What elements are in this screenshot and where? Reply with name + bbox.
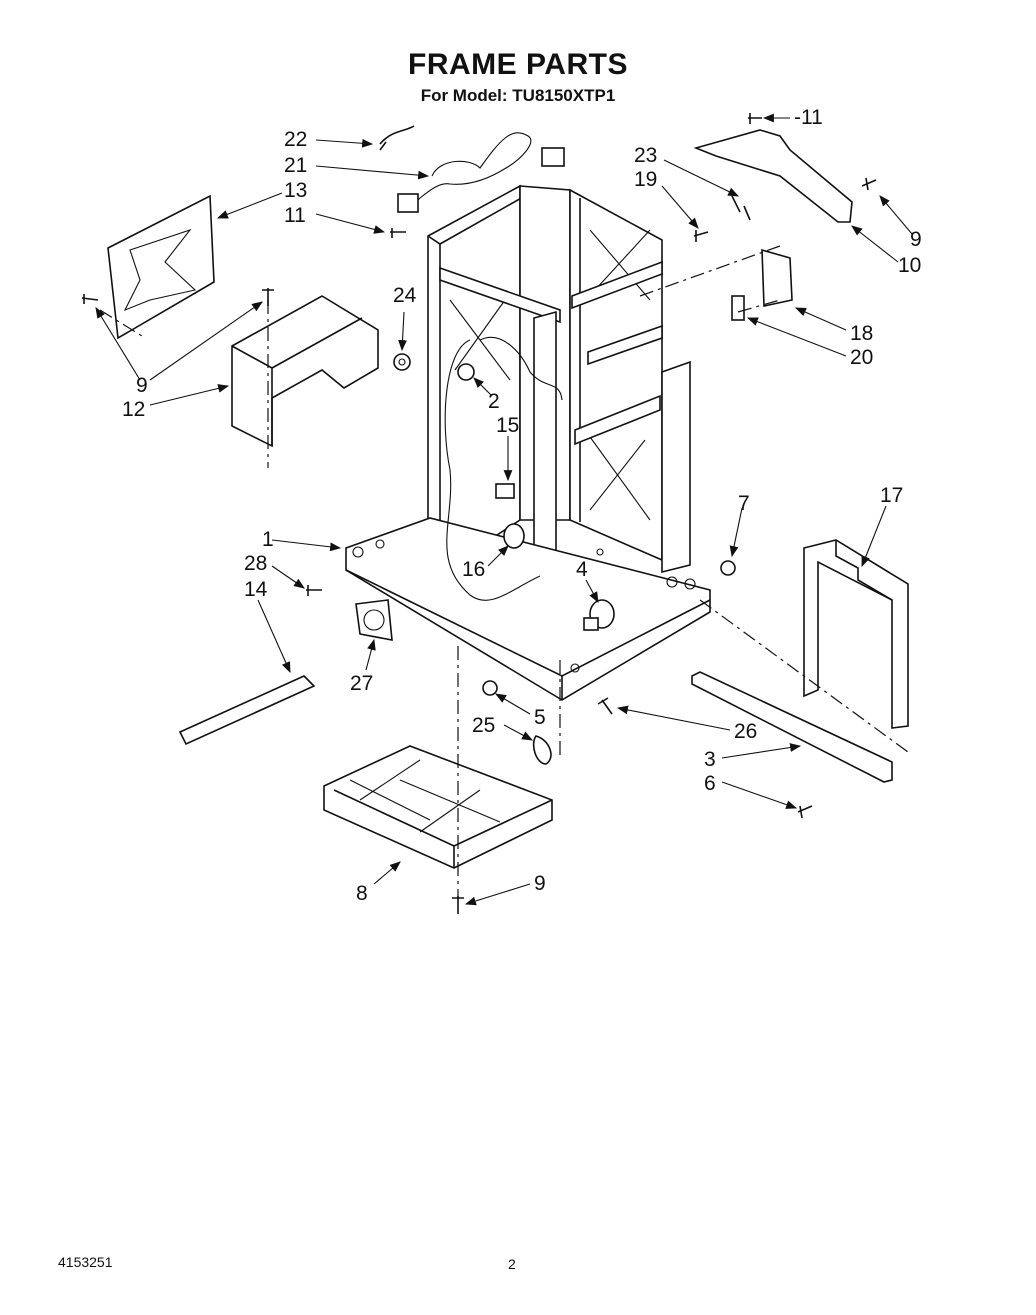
callout-24: 24 <box>393 284 417 307</box>
callout-28: 28 <box>244 552 267 575</box>
callout-14: 14 <box>244 578 268 601</box>
callout-11: 11 <box>284 204 306 227</box>
callout-11-top: -11 <box>794 106 823 129</box>
callout-18: 18 <box>850 322 873 345</box>
callout-16: 16 <box>462 558 485 581</box>
callout-22: 22 <box>284 128 307 151</box>
callout-13: 13 <box>284 179 307 202</box>
callout-labels: 22 21 13 11 9 12 24 2 15 16 1 28 14 27 4… <box>122 106 922 905</box>
callout-8: 8 <box>356 882 368 905</box>
cabinet-frame <box>345 184 711 701</box>
callout-10: 10 <box>898 254 921 277</box>
callout-3: 3 <box>704 748 716 771</box>
leader-arrows <box>95 113 913 906</box>
callout-9-bottom: 9 <box>534 872 546 895</box>
callout-4: 4 <box>576 558 588 581</box>
callout-17: 17 <box>880 484 903 507</box>
callout-25: 25 <box>472 714 495 737</box>
page-title: FRAME PARTS <box>408 48 628 81</box>
page-subtitle: For Model: TU8150XTP1 <box>420 86 616 105</box>
callout-5: 5 <box>534 706 546 729</box>
callout-6: 6 <box>704 772 716 795</box>
alignment-lines <box>99 245 909 900</box>
callout-9: 9 <box>136 374 148 397</box>
callout-21: 21 <box>284 154 307 177</box>
callout-27: 27 <box>350 672 373 695</box>
callout-15: 15 <box>496 414 519 437</box>
callout-7: 7 <box>738 492 750 515</box>
callout-20: 20 <box>850 346 873 369</box>
callout-2: 2 <box>488 390 500 413</box>
document-number: 4153251 <box>58 1254 113 1270</box>
callout-1: 1 <box>262 528 274 551</box>
callout-9-right: 9 <box>910 228 922 251</box>
callout-12: 12 <box>122 398 145 421</box>
page-number: 2 <box>508 1256 516 1272</box>
callout-26: 26 <box>734 720 757 743</box>
callout-19: 19 <box>634 168 657 191</box>
callout-23: 23 <box>634 144 657 167</box>
